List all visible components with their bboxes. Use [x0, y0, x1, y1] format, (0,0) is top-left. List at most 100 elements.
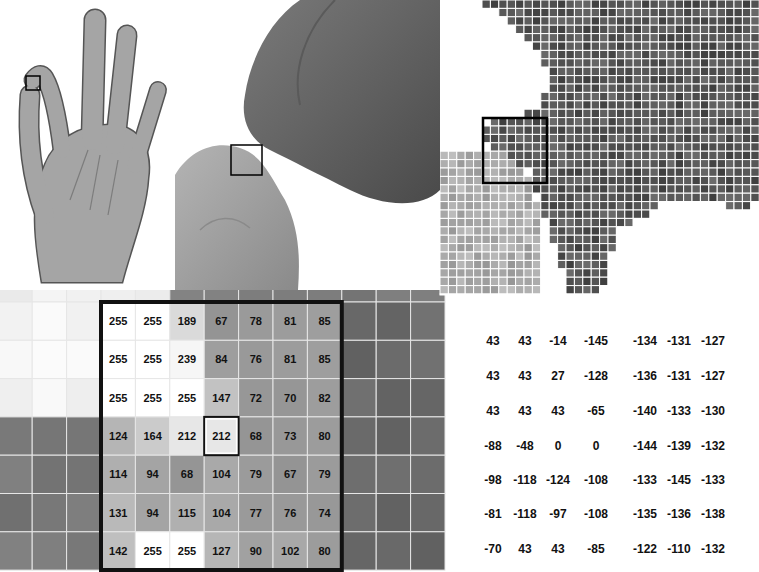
pixel-cell: [541, 260, 549, 268]
pixel-cell: [583, 269, 591, 277]
pixel-cell: [549, 134, 557, 142]
pixel-cell: [541, 185, 549, 193]
pixel-cell: [726, 202, 734, 210]
pixel-cell: [440, 176, 448, 184]
pixel-cell: [625, 277, 633, 285]
pixel-cell: [440, 126, 448, 134]
pixel-cell: [726, 294, 734, 295]
pixel-cell: [658, 34, 666, 42]
pixel-cell: [600, 101, 608, 109]
pixel-cell: [726, 168, 734, 176]
pixel-cell: [532, 227, 540, 235]
pixel-value: 142: [101, 532, 135, 570]
pixel-cell: [507, 218, 515, 226]
pixel-cell: [751, 134, 759, 142]
pixel-cell: [616, 34, 624, 42]
pixel-cell: [684, 0, 692, 8]
pixel-cell: [667, 134, 675, 142]
pixel-cell: [490, 151, 498, 159]
pixel-value: 84: [204, 340, 238, 378]
pixel-cell: [709, 151, 717, 159]
pixel-cell: [709, 193, 717, 201]
pixel-cell: [633, 269, 641, 277]
pixel-cell: [32, 494, 66, 532]
pixel-cell: [625, 235, 633, 243]
pixel-cell: [667, 109, 675, 117]
pixel-cell: [658, 202, 666, 210]
pixel-cell: [474, 218, 482, 226]
pixel-cell: [566, 17, 574, 25]
pixel-cell: [507, 42, 515, 50]
pixel-cell: [751, 25, 759, 33]
pixel-cell: [457, 269, 465, 277]
pixel-cell: [608, 202, 616, 210]
pixel-cell: [574, 0, 582, 8]
pixel-cell: [709, 160, 717, 168]
pixel-cell: [734, 25, 742, 33]
pixel-cell: [625, 34, 633, 42]
pixel-cell: [616, 118, 624, 126]
pixel-cell: [650, 269, 658, 277]
pixel-cell: [591, 294, 599, 295]
pixel-cell: [751, 151, 759, 159]
pixel-cell: [692, 101, 700, 109]
pixel-cell: [625, 168, 633, 176]
pixel-cell: [448, 59, 456, 67]
pixel-cell: [692, 126, 700, 134]
pixel-cell: [616, 193, 624, 201]
pixel-cell: [507, 168, 515, 176]
difference-value: 43: [507, 331, 543, 351]
pixel-cell: [717, 244, 725, 252]
pixel-cell: [675, 8, 683, 16]
pixel-cell: [717, 8, 725, 16]
pixel-cell: [457, 42, 465, 50]
pixel-cell: [474, 252, 482, 260]
pixel-cell: [532, 17, 540, 25]
pixel-cell: [650, 67, 658, 75]
pixel-cell: [507, 92, 515, 100]
pixel-cell: [667, 67, 675, 75]
pixel-cell: [684, 25, 692, 33]
pixel-cell: [574, 210, 582, 218]
pixel-cell: [633, 235, 641, 243]
pixel-cell: [448, 92, 456, 100]
pixel-cell: [667, 277, 675, 285]
pixel-value: 212: [170, 417, 204, 455]
pixel-cell: [692, 260, 700, 268]
pixel-cell: [726, 101, 734, 109]
pixel-cell: [608, 25, 616, 33]
pixel-cell: [692, 294, 700, 295]
pixel-cell: [457, 25, 465, 33]
pixel-cell: [717, 193, 725, 201]
pixel-cell: [541, 8, 549, 16]
pixel-cell: [440, 294, 448, 295]
pixel-cell: [558, 42, 566, 50]
pixel-cell: [616, 269, 624, 277]
pixel-cell: [726, 42, 734, 50]
difference-value: 43: [475, 401, 511, 421]
pixel-cell: [516, 185, 524, 193]
pixel-cell: [0, 379, 32, 417]
pixel-cell: [448, 286, 456, 294]
pixel-cell: [675, 244, 683, 252]
pixel-cell: [700, 67, 708, 75]
pixel-cell: [608, 227, 616, 235]
pixel-cell: [170, 340, 204, 378]
pixel-cell: [411, 340, 445, 378]
pixel-cell: [591, 252, 599, 260]
pixel-cell: [440, 160, 448, 168]
pixel-cell: [532, 244, 540, 252]
pixel-cell: [734, 151, 742, 159]
pixel-cell: [650, 176, 658, 184]
pixel-cell: [675, 17, 683, 25]
pixel-cell: [574, 227, 582, 235]
pixel-cell: [692, 134, 700, 142]
pixel-cell: [532, 218, 540, 226]
pixel-cell: [633, 218, 641, 226]
pixel-cell: [726, 151, 734, 159]
pixel-cell: [532, 42, 540, 50]
pixel-cell: [457, 252, 465, 260]
pixel-cell: [170, 532, 204, 570]
pixel-cell: [658, 8, 666, 16]
pixel-cell: [608, 50, 616, 58]
